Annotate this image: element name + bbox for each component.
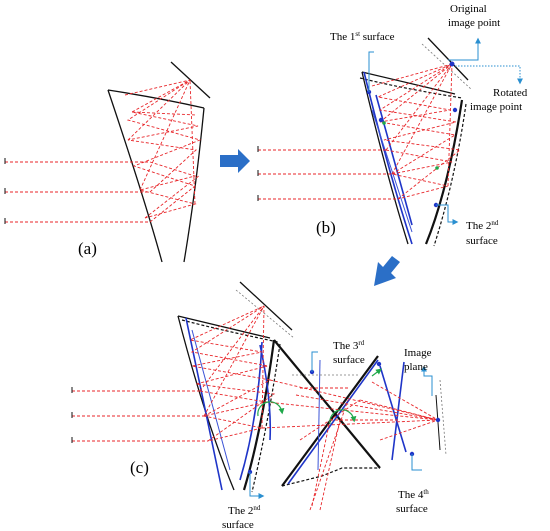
svg-text:The 2nd: The 2nd [466,219,499,232]
callout-rotated-image-point: Rotated image point [455,65,528,113]
callout-1st-surface: The 1st surface [330,30,395,92]
panel-c-label: (c) [130,458,149,477]
arrow-b-to-c [374,256,400,286]
surface2c-sup: nd [253,504,261,512]
panel-a-lens [107,61,211,263]
surface4-line2: surface [396,503,428,515]
surface2b-line2: surface [466,235,498,247]
panel-b-rays [258,63,462,200]
surface2b-label: The 2 [466,220,491,232]
arrow-a-to-b [220,149,250,173]
surface2c-label: The 2 [228,505,253,517]
panel-a: (a) [4,61,211,263]
svg-text:The 1st surface: The 1st surface [330,30,395,43]
surface1-sup: st [355,30,360,38]
panel-b-surfaces [363,71,413,245]
original-label-2: image point [448,17,500,29]
panel-a-rays [5,79,202,223]
callout-2nd-surface-c: The 2nd surface [222,472,265,531]
callout-original-image-point: Original image point [448,3,500,61]
panel-c: The 3rd surface Image plane The 2nd surf… [71,281,447,531]
surface4-sup: th [423,488,429,496]
callout-2nd-surface-b: The 2nd surface [436,204,499,247]
image-plane-line2: plane [404,361,428,373]
surface3-line2: surface [333,354,365,366]
svg-text:The 4th: The 4th [398,488,429,501]
callout-4th-surface: The 4th surface [396,454,429,515]
panel-c-lens-1 [177,281,295,493]
surface3-sup: rd [358,339,364,347]
surface4-label: The 4 [398,489,424,501]
surface3-label: The 3 [333,340,359,352]
callout-image-plane: Image plane [404,347,433,396]
surface2c-line2: surface [222,519,254,531]
panel-a-label: (a) [78,239,97,258]
surface2b-sup: nd [491,219,499,227]
panel-b-markers [366,61,458,208]
rotation-indicators [257,368,382,425]
surface1-suffix: surface [360,31,395,43]
original-label-1: Original [450,3,487,15]
surface1-label: The 1 [330,31,355,43]
callout-3rd-surface: The 3rd surface [311,339,365,372]
panel-b: The 1st surface Original image point Rot… [257,3,528,247]
rotated-label-1: Rotated [493,87,528,99]
svg-text:The 3rd: The 3rd [333,339,365,352]
image-plane-line1: Image [404,347,432,359]
svg-text:The 2nd: The 2nd [228,504,261,517]
panel-c-lens-3 [379,361,447,461]
panel-c-markers [247,361,441,475]
panel-b-lens [359,37,473,247]
rotated-label-2: image point [470,101,522,113]
panel-b-label: (b) [316,218,336,237]
